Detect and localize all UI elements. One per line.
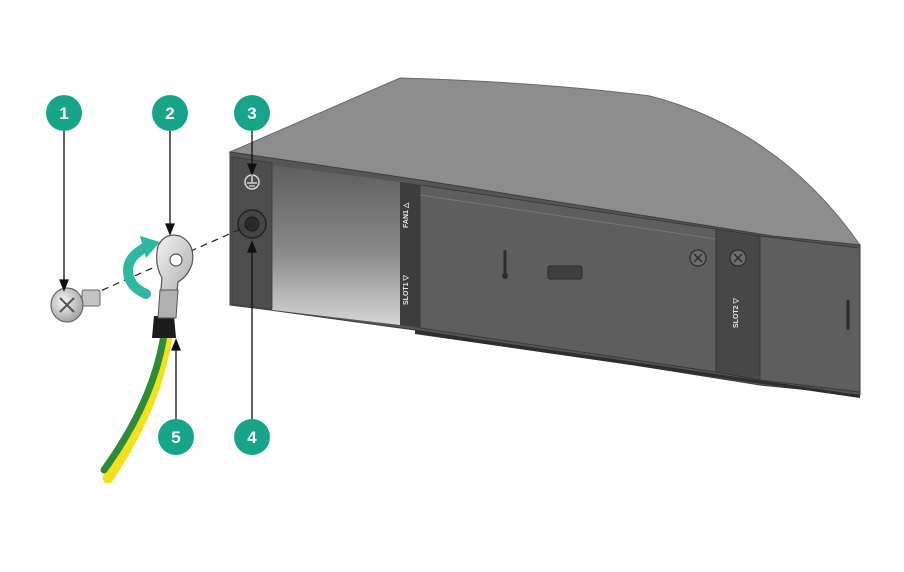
chassis-top-surface <box>228 77 862 246</box>
rotation-arrow-icon <box>122 236 160 299</box>
svg-text:4: 4 <box>247 428 257 447</box>
chassis-bottom-edge <box>415 330 860 398</box>
slot2-screw-icon <box>729 249 747 267</box>
alignment-dashed-line <box>79 223 253 301</box>
callout-5: 5 <box>158 419 194 455</box>
slot2-card <box>759 235 861 393</box>
slot1-latch <box>502 250 583 280</box>
grounding-hole-icon <box>237 209 267 239</box>
slot2-label: SLOT2 ▽ <box>733 297 740 328</box>
ring-terminal <box>156 234 194 319</box>
svg-text:2: 2 <box>165 104 174 123</box>
cable-sleeve <box>152 316 176 338</box>
slot1-label: SLOT1 ▽ <box>403 274 410 305</box>
fan-label: FAN1 △ <box>403 202 410 228</box>
switch-chassis: FAN1 △ SLOT1 ▽ SLOT2 ▽ <box>228 77 862 398</box>
callout-2: 2 <box>152 95 188 131</box>
callout-1: 1 <box>46 95 82 131</box>
slot-label-strip <box>400 182 420 328</box>
svg-text:1: 1 <box>59 104 68 123</box>
slot1-screw-icon <box>689 249 707 267</box>
callout-leaders <box>59 130 257 420</box>
svg-text:3: 3 <box>247 104 256 123</box>
callout-4: 4 <box>234 419 270 455</box>
grounding-cable <box>100 316 176 484</box>
screw <box>50 287 101 323</box>
callout-3: 3 <box>234 95 270 131</box>
svg-text:5: 5 <box>171 428 180 447</box>
chassis-front-window <box>272 165 400 325</box>
